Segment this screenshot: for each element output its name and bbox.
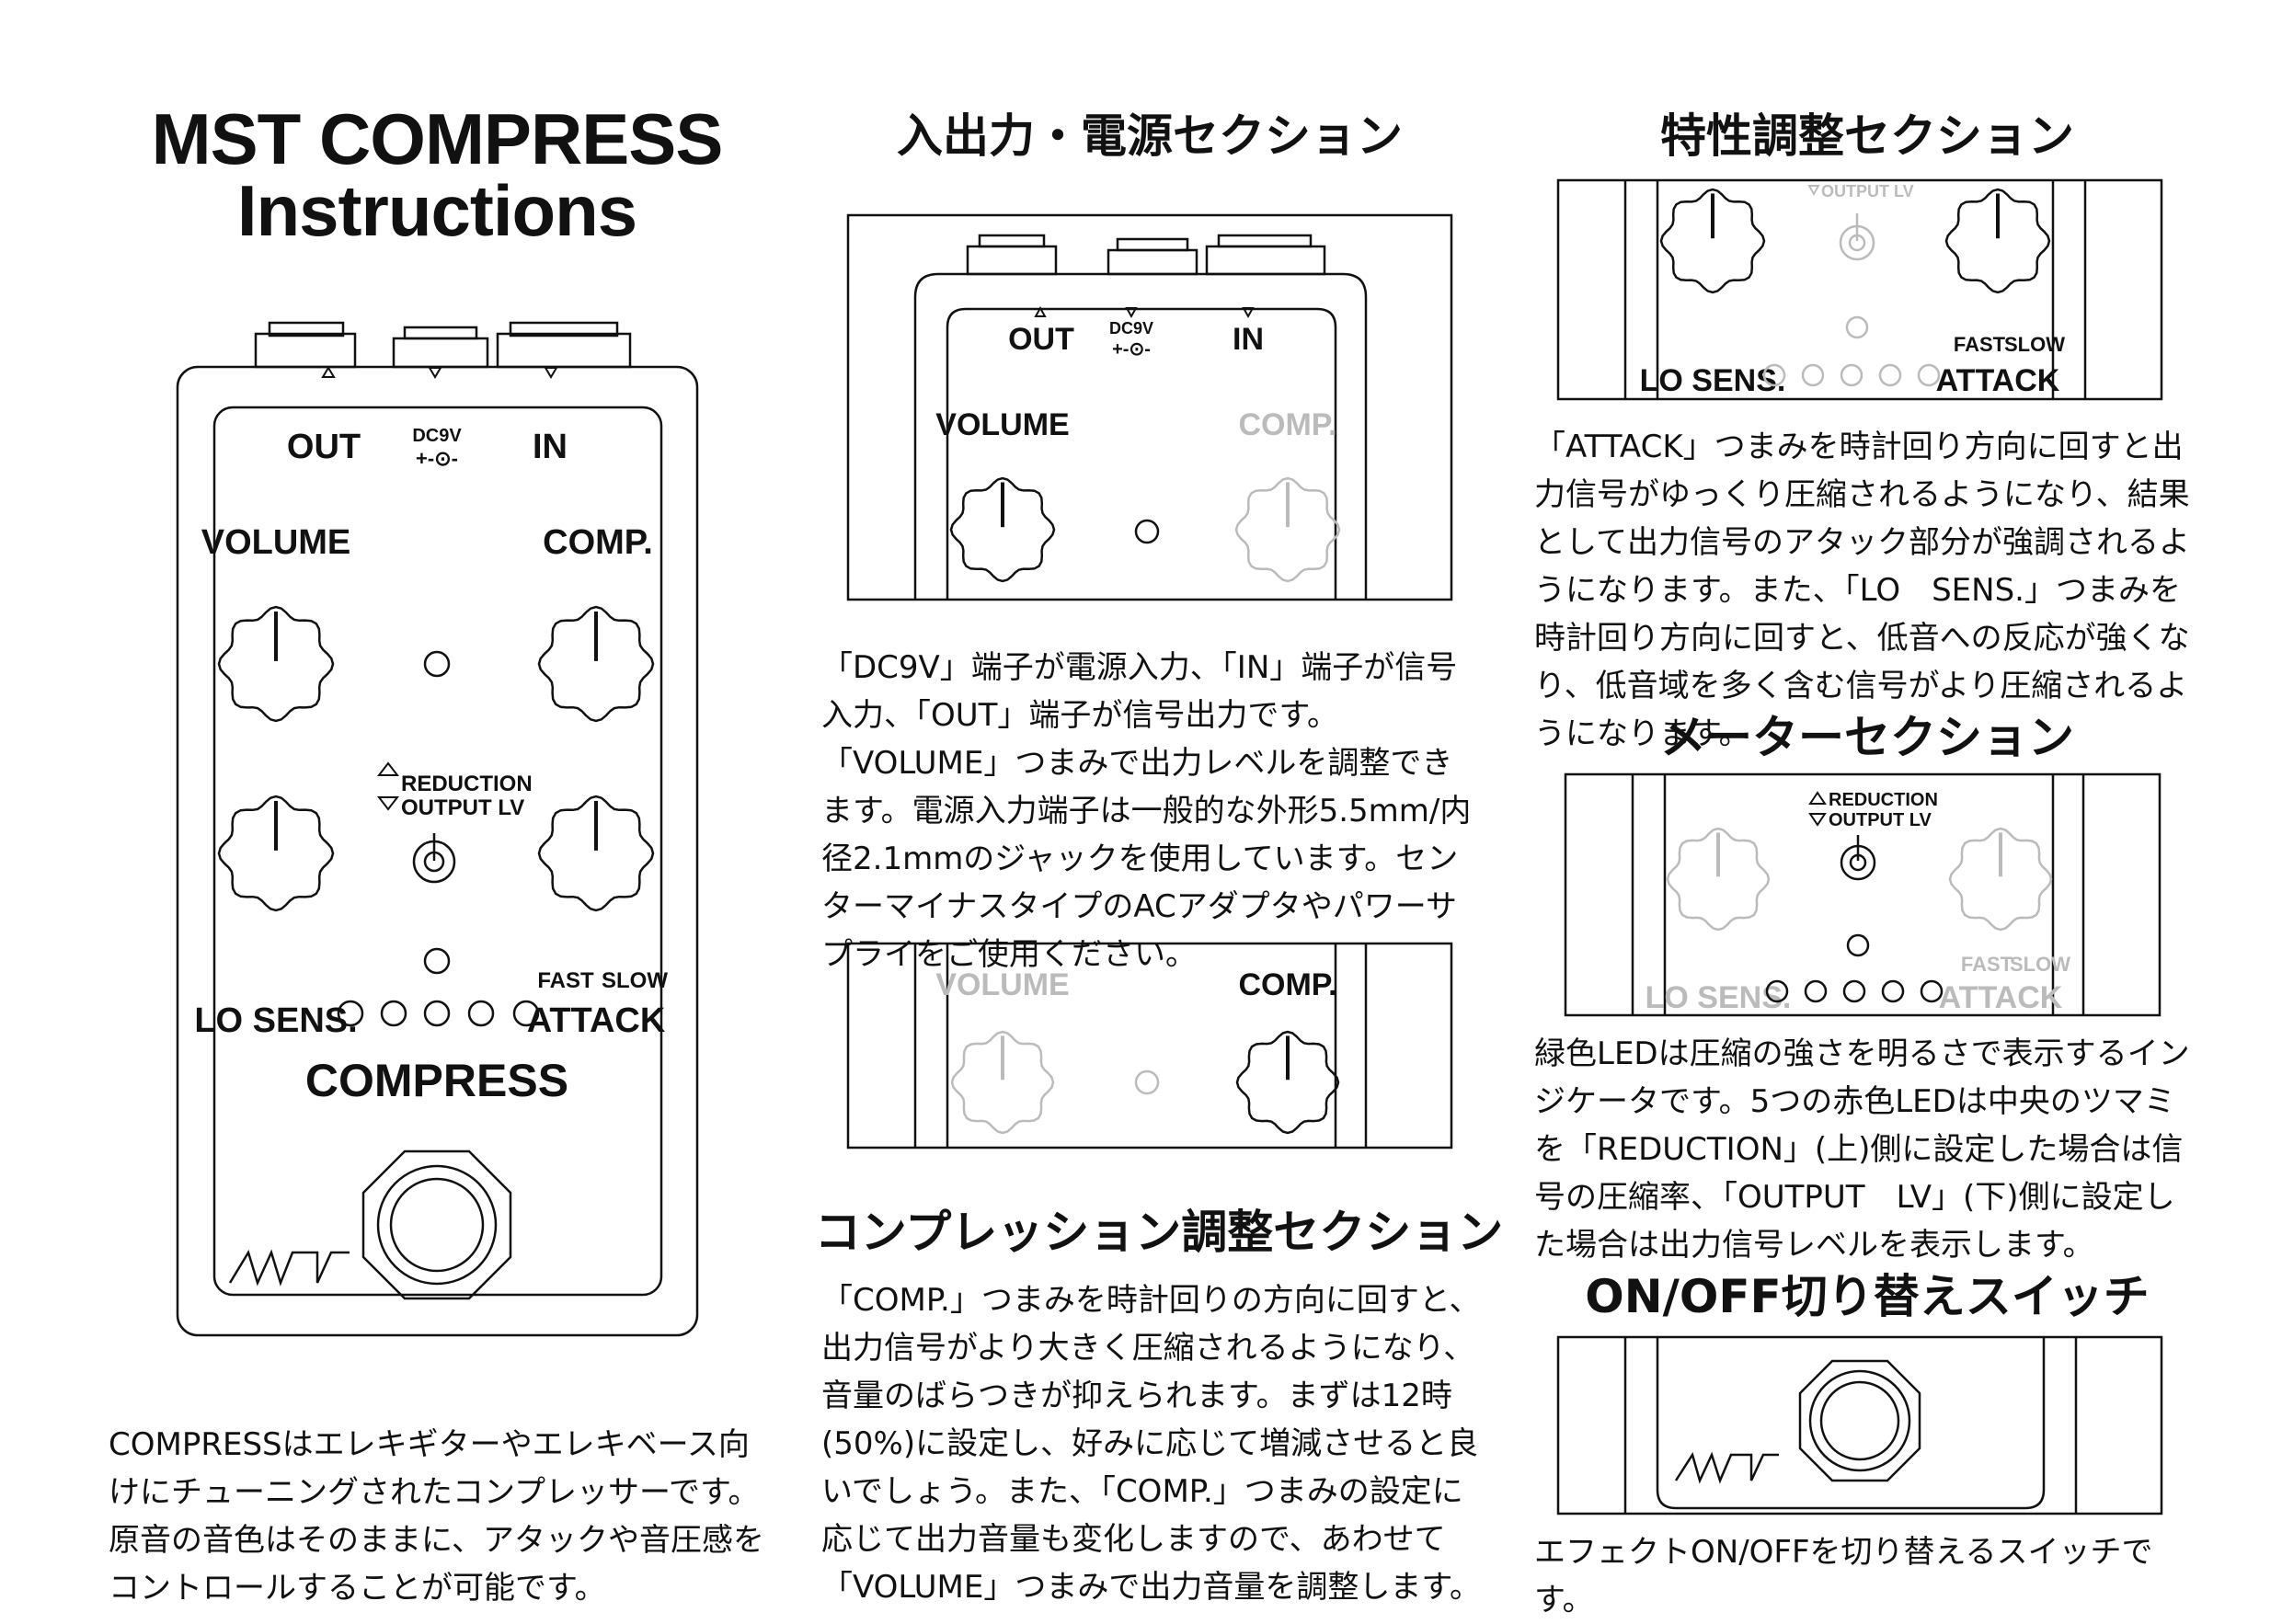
green-led-icon	[423, 947, 451, 975]
char-led-icon	[1845, 315, 1869, 339]
jack-dc-label: DC9V	[412, 426, 462, 446]
section-title-switch: ON/OFF切り替えスイッチ	[1585, 1270, 2150, 1323]
mtv-logo-icon	[228, 1249, 350, 1287]
comp-comp-label: COMP.	[1238, 967, 1336, 1002]
meter-toggle-icon	[1840, 835, 1876, 881]
char-toggle-icon	[1839, 213, 1875, 261]
io-section-illustration: OUT DC9V +-⊙- IN VOLUME COMP.	[846, 213, 1453, 601]
volume-knob-icon	[217, 605, 335, 723]
section-title-io: 入出力・電源セクション	[897, 109, 1403, 163]
comp-volume-knob-icon	[950, 1030, 1055, 1135]
char-led-meter-icon	[1762, 363, 1941, 387]
meter-section-illustration: REDUCTION OUTPUT LV FAST SLOW LO SENS. A…	[1564, 772, 2162, 1017]
led-meter-icon	[337, 1000, 540, 1027]
meter-fast-label: FAST	[1961, 953, 2013, 976]
comp-section-illustration: VOLUME COMP.	[846, 942, 1453, 1149]
meter-output-label: OUTPUT LV	[1829, 810, 1932, 830]
io-section-text: 「DC9V」端子が電源入力、「IN」端子が信号入力、「OUT」端子が信号出力です…	[821, 649, 1472, 973]
lo-sens-knob-icon	[217, 795, 335, 912]
knob-volume-label: VOLUME	[201, 523, 351, 562]
attack-label: ATTACK	[527, 1001, 666, 1040]
switch-footswitch-icon	[1798, 1359, 1921, 1482]
meter-reduction-label: REDUCTION	[1829, 790, 1938, 810]
meter-led-icon	[1846, 933, 1870, 957]
status-led-icon	[423, 650, 451, 678]
switch-mtv-logo-icon	[1674, 1451, 1779, 1484]
meter-attack-knob-icon	[1948, 827, 2053, 932]
pedal-name-label: COMPRESS	[305, 1055, 568, 1106]
char-slow-label: SLOW	[2004, 333, 2065, 356]
meter-section-text: 緑色LEDは圧縮の強さを明るさで表示するインジケータです。5つの赤色LEDは中央…	[1534, 1035, 2190, 1264]
comp-knob-icon	[537, 605, 655, 723]
dc-polarity-icon: +-⊙-	[416, 447, 458, 470]
jack-in-label: IN	[533, 428, 568, 466]
char-fast-label: FAST	[1954, 333, 2006, 356]
io-dc-polarity-icon: +-⊙-	[1112, 339, 1151, 360]
switch-section-text: エフェクトON/OFFを切り替えるスイッチです。	[1534, 1534, 2153, 1618]
pedal-illustration: OUT DC9V +-⊙- IN VOLUME COMP. REDUCTION …	[176, 321, 699, 1337]
comp-volume-label: VOLUME	[935, 967, 1069, 1002]
io-jack-out-label: OUT	[1008, 322, 1074, 357]
attack-fast-label: FAST	[537, 968, 594, 993]
io-volume-knob-icon	[949, 476, 1056, 583]
page-title: MST COMPRESS Instructions	[138, 103, 736, 246]
section-title-char: 特性調整セクション	[1660, 109, 2074, 163]
section-title-comp: コンプレッション調整セクション	[814, 1206, 1504, 1259]
char-section-illustration: OUTPUT LV FAST SLOW LO SENS. ATTACK	[1556, 178, 2163, 401]
switch-section-illustration	[1556, 1335, 2163, 1515]
char-attack-label: ATTACK	[1936, 363, 2060, 398]
comp-comp-knob-icon	[1235, 1030, 1340, 1135]
attack-knob-icon	[537, 795, 655, 912]
lo-sens-label: LO SENS.	[194, 1001, 357, 1040]
char-attack-knob-icon	[1944, 188, 2051, 294]
meter-led-meter-icon	[1765, 979, 1944, 1003]
char-lo-sens-label: LO SENS.	[1640, 363, 1786, 398]
comp-led-icon	[1134, 1069, 1160, 1095]
char-lo-sens-knob-icon	[1659, 188, 1766, 294]
meter-slow-label: SLOW	[2010, 953, 2070, 976]
footswitch-icon	[361, 1149, 512, 1300]
page-title-line2: Instructions	[236, 170, 637, 251]
meter-lo-sens-knob-icon	[1666, 827, 1771, 932]
comp-section-text: 「COMP.」つまみを時計回りの方向に回すと、出力信号がより大きく圧縮されるよう…	[821, 1282, 1481, 1606]
io-volume-label: VOLUME	[935, 407, 1069, 442]
io-jack-dc-label: DC9V	[1109, 319, 1153, 337]
switch-reduction-label: REDUCTION	[401, 772, 533, 796]
switch-output-label: OUTPUT LV	[401, 795, 524, 820]
char-section-text: 「ATTACK」つまみを時計回り方向に回すと出力信号がゆっくり圧縮されるようにな…	[1534, 429, 2190, 752]
page-title-line1: MST COMPRESS	[151, 98, 724, 179]
io-comp-label: COMP.	[1238, 407, 1336, 442]
io-led-icon	[1134, 519, 1160, 544]
meter-lo-sens-label: LO SENS.	[1646, 980, 1792, 1015]
section-title-meter: メーターセクション	[1660, 711, 2074, 764]
knob-comp-label: COMP.	[543, 523, 653, 562]
attack-slow-label: SLOW	[602, 968, 668, 993]
meter-attack-label: ATTACK	[1939, 980, 2063, 1015]
intro-paragraph: COMPRESSはエレキギターやエレキベース向けにチューニングされたコンプレッサ…	[109, 1426, 764, 1607]
io-jack-in-label: IN	[1233, 322, 1264, 357]
jack-out-label: OUT	[287, 428, 361, 466]
toggle-switch-icon	[412, 833, 456, 884]
char-output-label: OUTPUT LV	[1821, 182, 1914, 200]
io-comp-knob-icon	[1234, 476, 1341, 583]
